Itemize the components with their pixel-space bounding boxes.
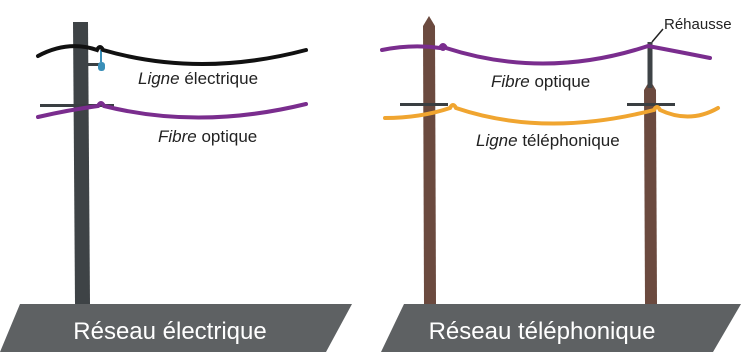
telephone-pole-left xyxy=(423,16,436,304)
electric-network-scene: Ligne électrique Fibre optique Réseau él… xyxy=(0,22,352,352)
fiber-line-right xyxy=(380,43,712,66)
insulator-bracket xyxy=(88,63,100,66)
telephone-base-band xyxy=(381,304,741,352)
telephone-network-scene: Réhausse Fibre optique Ligne téléphoniqu… xyxy=(380,16,741,352)
phone-line-label: Ligne téléphonique xyxy=(476,131,620,150)
phone-line xyxy=(383,103,720,126)
electric-pole xyxy=(73,22,90,304)
extension-pointer xyxy=(651,28,664,43)
power-line-label: Ligne électrique xyxy=(138,69,258,88)
pole-extension xyxy=(647,42,653,88)
power-line xyxy=(36,44,308,66)
fiber-clamp xyxy=(440,45,446,51)
crossarm-right-a xyxy=(400,103,448,106)
crossarm-left xyxy=(40,104,114,107)
electric-base-label: Réseau électrique xyxy=(73,318,266,345)
telephone-base-label: Réseau téléphonique xyxy=(429,318,656,345)
electric-base-band xyxy=(0,304,352,352)
fiber-line-left xyxy=(36,101,308,120)
fiber-line-label-right: Fibre optique xyxy=(491,72,590,91)
extension-label: Réhausse xyxy=(664,16,732,33)
telephone-pole-right xyxy=(644,80,657,304)
fiber-line-label-left: Fibre optique xyxy=(158,127,257,146)
crossarm-right-b xyxy=(627,103,675,106)
insulator-body xyxy=(98,62,105,71)
